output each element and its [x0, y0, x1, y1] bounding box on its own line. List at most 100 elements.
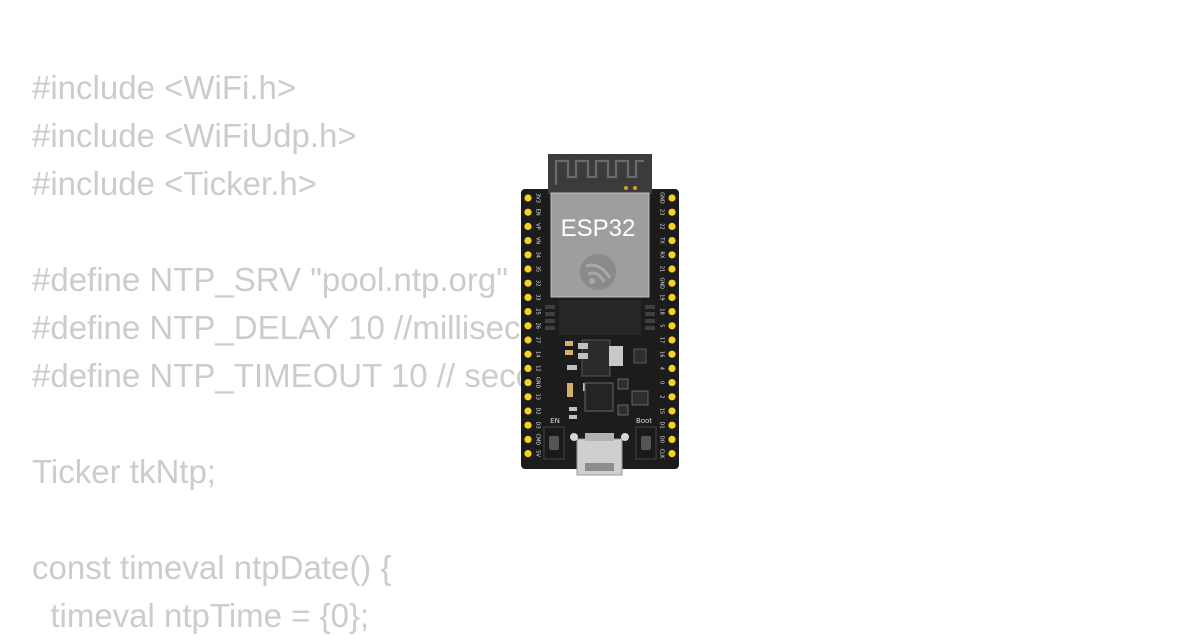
pin-label: 32	[535, 280, 541, 286]
pin-label: 27	[535, 337, 541, 343]
pin-label: 5V	[535, 450, 541, 457]
header-pin	[524, 251, 532, 259]
pin-label: 21	[659, 266, 665, 272]
boot-button	[635, 426, 657, 460]
code-line: timeval ntpTime = {0};	[32, 597, 370, 634]
header-pin	[668, 222, 676, 230]
header-pin	[524, 364, 532, 372]
header-pin	[524, 222, 532, 230]
pin-label: CMD	[535, 434, 541, 446]
header-pin	[524, 450, 532, 458]
module-pads	[545, 300, 655, 335]
code-line: #include <WiFiUdp.h>	[32, 117, 357, 154]
pin-label: 26	[535, 323, 541, 329]
code-line: #define NTP_SRV "pool.ntp.org"	[32, 261, 508, 298]
antenna-trace	[554, 159, 644, 185]
module-label: ESP32	[561, 215, 636, 242]
header-pin	[668, 350, 676, 358]
code-line: const timeval ntpDate() {	[32, 549, 392, 586]
header-pin	[668, 237, 676, 245]
pin-label: 13	[535, 394, 541, 400]
header-pin	[668, 265, 676, 273]
header-pin	[668, 435, 676, 443]
pin-label: D1	[659, 422, 665, 429]
pin-label: 34	[535, 252, 541, 258]
left-pin-header	[524, 194, 532, 458]
header-pin	[524, 379, 532, 387]
header-pin	[524, 237, 532, 245]
header-pin	[524, 350, 532, 358]
pin-label: GND	[659, 277, 665, 289]
usb-uart-chip	[584, 382, 614, 412]
header-pin	[524, 208, 532, 216]
en-button	[543, 426, 565, 460]
pin-label: 23	[659, 209, 665, 215]
en-button-label: EN	[550, 417, 560, 425]
right-pin-header	[668, 194, 676, 458]
code-listing: #include <WiFi.h> #include <WiFiUdp.h> #in…	[32, 64, 534, 640]
header-pin	[524, 435, 532, 443]
pin-label: 5	[659, 324, 665, 327]
header-pin	[668, 293, 676, 301]
header-pin	[668, 407, 676, 415]
boot-button-label: Boot	[636, 417, 652, 425]
pin-label: VN	[535, 237, 541, 244]
header-pin	[668, 279, 676, 287]
header-pin	[524, 322, 532, 330]
code-line	[32, 400, 534, 448]
header-pin	[668, 322, 676, 330]
header-pin	[524, 265, 532, 273]
header-pin	[668, 194, 676, 202]
code-line	[32, 496, 534, 544]
header-pin	[524, 293, 532, 301]
code-line: #include <WiFi.h>	[32, 69, 297, 106]
header-pin	[668, 308, 676, 316]
header-pin	[524, 279, 532, 287]
micro-usb-connector	[570, 433, 629, 476]
pin-label: 18	[659, 308, 665, 314]
pin-label: EN	[535, 209, 541, 216]
code-line: #include <Ticker.h>	[32, 165, 317, 202]
pin-label: 2	[659, 395, 665, 398]
header-pin	[668, 251, 676, 259]
pin-label: 33	[535, 294, 541, 300]
header-pin	[668, 336, 676, 344]
espressif-logo-icon	[580, 254, 616, 290]
pin-label: D0	[659, 436, 665, 443]
header-pin	[524, 336, 532, 344]
code-line: #define NTP_DELAY 10 //millisec	[32, 309, 521, 346]
header-pin	[524, 407, 532, 415]
pin-label: 19	[659, 294, 665, 300]
pin-label: 0	[659, 381, 665, 384]
code-line: #define NTP_TIMEOUT 10 // seco	[32, 357, 534, 394]
pin-label: GND	[659, 192, 665, 204]
code-line	[32, 208, 534, 256]
pin-label: GND	[535, 377, 541, 389]
header-pin	[668, 364, 676, 372]
header-pin	[524, 393, 532, 401]
header-pin	[524, 308, 532, 316]
header-pin	[668, 379, 676, 387]
pin-label: 4	[659, 367, 665, 370]
header-pin	[668, 393, 676, 401]
pin-label: D2	[535, 407, 541, 414]
pin-label: 22	[659, 223, 665, 229]
left-pin-labels: 3V3ENVPVN343532332526271412GND13D2D3CMD5…	[535, 193, 541, 457]
pin-label: 3V3	[535, 193, 541, 203]
pin-label: TX	[659, 236, 665, 244]
pin-label: 35	[535, 266, 541, 272]
code-line: Ticker tkNtp;	[32, 453, 216, 490]
pin-label: 14	[535, 351, 541, 357]
pin-label: 16	[659, 351, 665, 357]
pin-label: VP	[535, 223, 541, 229]
header-pin	[668, 450, 676, 458]
pin-label: RX	[659, 251, 665, 258]
pin-label: 15	[659, 408, 665, 414]
pin-label: 17	[659, 337, 665, 343]
header-pin	[524, 421, 532, 429]
pin-label: 12	[535, 365, 541, 371]
header-pin	[668, 208, 676, 216]
pin-label: CLK	[659, 449, 665, 459]
esp32-devkit-board: ESP32	[519, 153, 681, 477]
